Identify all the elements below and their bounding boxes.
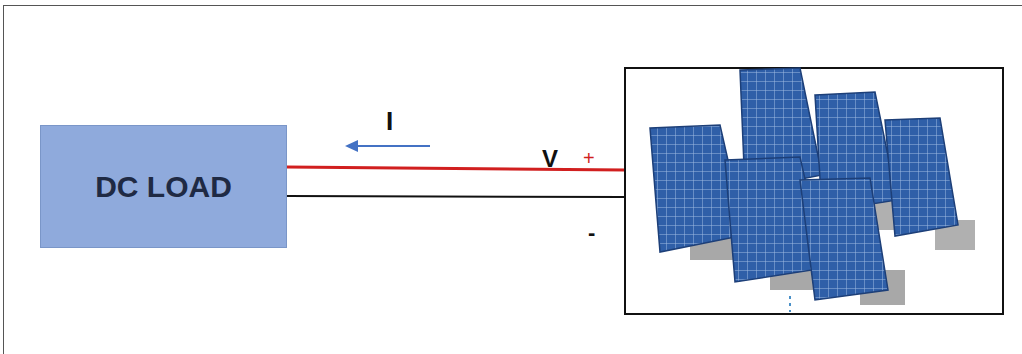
- polarity-plus: +: [583, 148, 595, 168]
- voltage-label: V: [542, 147, 558, 171]
- box-label: DC LOAD: [95, 170, 232, 204]
- current-label: I: [386, 108, 393, 134]
- polarity-minus: -: [588, 222, 595, 244]
- current-arrowhead: [345, 140, 358, 152]
- positive-wire: [287, 167, 625, 170]
- load-box: DC LOAD: [40, 125, 287, 248]
- solar-array: [650, 68, 975, 312]
- negative-wire: [287, 196, 625, 197]
- current-arrow: [352, 145, 430, 147]
- solar-array-frame: [625, 68, 1003, 314]
